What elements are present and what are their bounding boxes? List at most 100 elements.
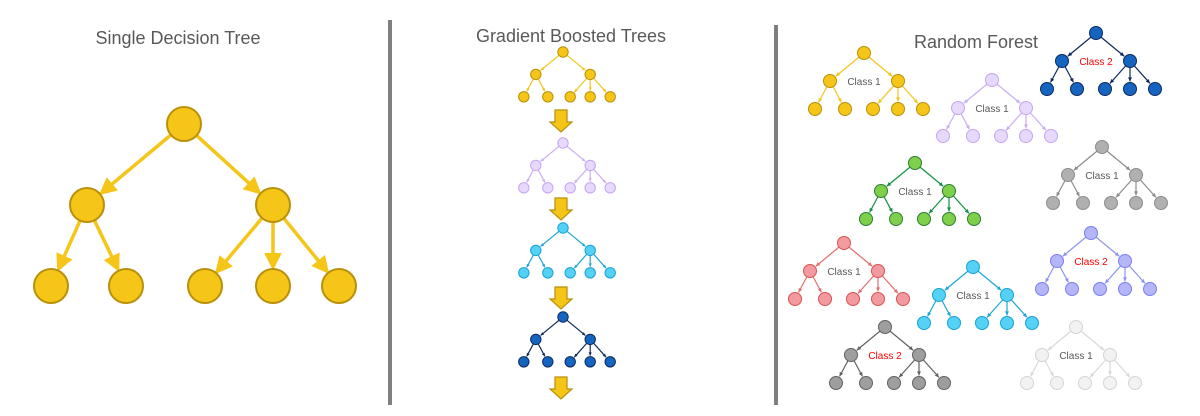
root-node [1069, 320, 1083, 334]
leaf-node [936, 129, 950, 143]
leaf-node [1123, 82, 1137, 96]
edge-arrowhead [1140, 279, 1146, 284]
internal-node [951, 101, 965, 115]
edge-arrowhead [581, 332, 586, 336]
tree-edge [944, 270, 969, 291]
edge-arrowhead [1151, 193, 1157, 198]
leaf-node [871, 292, 885, 306]
tree-edge [835, 56, 860, 77]
edge-arrowhead [1067, 52, 1073, 57]
leaf-node [187, 268, 223, 304]
edge-arrowhead [1030, 371, 1035, 377]
edge-arrowhead [1114, 252, 1120, 257]
leaf-node [859, 376, 873, 390]
edge-arrowhead [818, 97, 823, 103]
forest-tree: Class 2 [829, 320, 951, 390]
gradient-boosted-trees [518, 46, 616, 400]
edge-arrowhead [815, 262, 821, 267]
leaf-node [1093, 282, 1107, 296]
tree-edge [977, 270, 1002, 291]
edge-arrowhead [588, 352, 592, 356]
root-node [985, 73, 999, 87]
leaf-node [1065, 282, 1079, 296]
root-node [1089, 26, 1103, 40]
leaf-node [1129, 196, 1143, 210]
edge-arrowhead [1099, 346, 1105, 351]
forest-tree: Class 1 [788, 236, 910, 306]
leaf-node [887, 376, 901, 390]
edge-arrowhead [1119, 52, 1125, 57]
edge-arrowhead [602, 88, 607, 93]
leaf-node [1103, 376, 1117, 390]
tree-edge [566, 230, 586, 247]
leaf-node [1078, 376, 1092, 390]
single-tree-title: Single Decision Tree [95, 28, 260, 48]
leaf-node [542, 182, 554, 194]
forest-tree: Class 1 [917, 260, 1039, 330]
tree-edge [815, 246, 840, 267]
edge-arrowhead [898, 373, 904, 378]
edge-arrowhead [574, 88, 578, 93]
edge-arrowhead [1109, 79, 1115, 84]
tree-class-label: Class 2 [868, 351, 902, 362]
divider-right [774, 25, 778, 405]
edge-arrowhead [963, 99, 969, 104]
tree-edge [1080, 330, 1105, 351]
internal-node [1118, 254, 1132, 268]
internal-node [530, 333, 542, 346]
boosted-tree [518, 222, 616, 279]
tree-edge [92, 219, 120, 273]
tree-edge [1095, 236, 1120, 257]
forest-tree: Class 1 [1020, 320, 1142, 390]
down-arrow-icon [548, 109, 574, 133]
edge-arrowhead [540, 67, 545, 71]
edge-arrowhead [1104, 279, 1110, 284]
edge-arrowhead [858, 371, 863, 377]
leaf-node [564, 356, 576, 368]
leaf-node [108, 268, 144, 304]
internal-node [1055, 54, 1069, 68]
leaf-node [866, 102, 880, 116]
boosted-tree [518, 311, 616, 368]
edge-arrowhead [1134, 191, 1138, 196]
leaf-node [966, 129, 980, 143]
internal-node [584, 159, 596, 172]
leaf-node [896, 292, 910, 306]
leaf-node [1040, 82, 1054, 96]
leaf-node [1019, 129, 1033, 143]
internal-node [942, 184, 956, 198]
edge-arrowhead [602, 264, 607, 269]
internal-node [1061, 168, 1075, 182]
edge-arrowhead [1089, 373, 1095, 378]
edge-arrowhead [526, 87, 530, 92]
edge-arrowhead [947, 207, 951, 212]
leaf-node [584, 182, 596, 194]
edge-arrowhead [541, 87, 545, 92]
edge-arrowhead [588, 178, 592, 182]
leaf-node [1035, 282, 1049, 296]
leaf-node [584, 91, 596, 103]
rf-title: Random Forest [914, 32, 1038, 52]
edge-arrowhead [986, 313, 992, 318]
edge-arrowhead [1145, 79, 1151, 84]
edge-arrowhead [588, 263, 592, 267]
edge-arrowhead [817, 287, 822, 293]
internal-node [871, 264, 885, 278]
leaf-node [255, 268, 291, 304]
edge-arrowhead [1075, 191, 1080, 197]
leaf-node [889, 212, 903, 226]
edge-arrowhead [581, 158, 586, 162]
internal-node [823, 74, 837, 88]
edge-arrowhead [1064, 277, 1069, 283]
leaf-node [818, 292, 832, 306]
tree-edge [566, 319, 586, 336]
leaf-node [891, 102, 905, 116]
leaf-node [1076, 196, 1090, 210]
edge-arrowhead [928, 209, 934, 214]
leaf-node [917, 316, 931, 330]
single-decision-tree [33, 106, 357, 304]
edge-arrowhead [526, 263, 530, 268]
edge-arrowhead [1005, 126, 1011, 131]
internal-node [584, 333, 596, 346]
leaf-node [1098, 82, 1112, 96]
